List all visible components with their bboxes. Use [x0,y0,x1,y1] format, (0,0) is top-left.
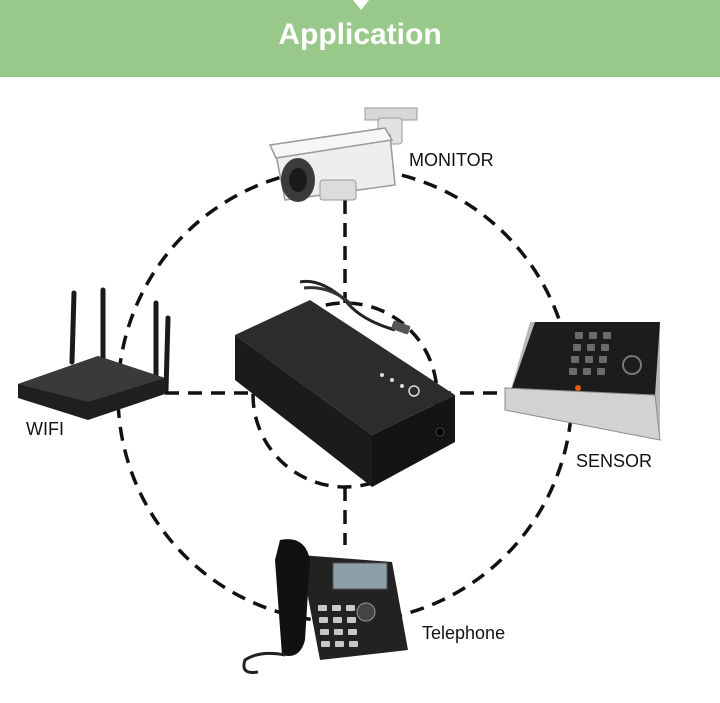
telephone-label: Telephone [422,623,506,643]
access-keypad-icon [504,322,661,441]
sensor-label: SENSOR [576,451,653,471]
desk-phone-icon [242,539,408,674]
power-supply-icon [235,279,455,487]
wifi-router-icon [69,287,171,393]
page-title: Application [278,18,442,51]
wifi-label: WIFI [26,419,64,439]
header-banner: Application [0,0,720,77]
security-camera-icon [268,107,418,202]
monitor-label: MONITOR [409,150,494,170]
header-notch [353,0,369,10]
